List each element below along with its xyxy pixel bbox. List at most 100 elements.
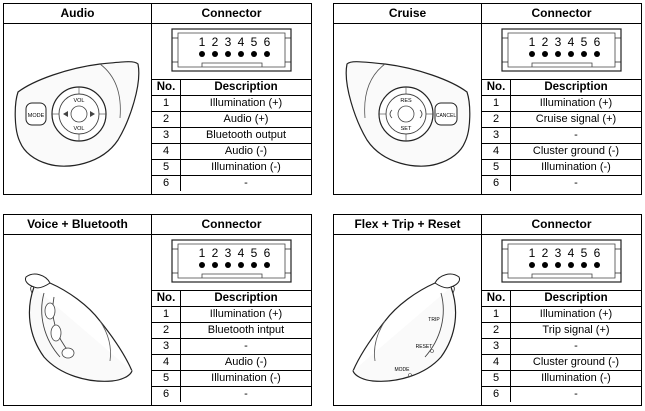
pin-dot xyxy=(212,51,218,57)
pin-description: Illumination (+) xyxy=(180,306,311,323)
pin-dot xyxy=(529,262,535,268)
pin-dot xyxy=(212,262,218,268)
table-header-row: No. Description xyxy=(482,290,641,307)
description-header: Description xyxy=(180,79,311,96)
pin-no: 3 xyxy=(152,127,181,144)
pin-number: 4 xyxy=(238,35,245,49)
pin-dot xyxy=(581,51,587,57)
pin-no: 1 xyxy=(152,306,181,323)
table-row: 3- xyxy=(482,338,641,355)
flex-trip-reset-panel: Flex + Trip + Reset Connector TRIP RESET… xyxy=(333,214,642,406)
connector-diagram: 1 2 3 4 5 6 xyxy=(482,24,641,79)
panel-title: Cruise xyxy=(334,4,482,24)
pin-dot xyxy=(199,262,205,268)
connector-drawing: 1 2 3 4 5 6 xyxy=(171,28,292,72)
pin-no: 1 xyxy=(152,95,181,112)
pin-number: 1 xyxy=(529,246,536,260)
pin-description: Illumination (-) xyxy=(510,159,641,176)
pin-no: 1 xyxy=(482,306,511,323)
pin-dot xyxy=(264,51,270,57)
pin-no: 5 xyxy=(152,370,181,387)
pin-description: Illumination (+) xyxy=(510,306,641,323)
pin-number: 2 xyxy=(542,35,549,49)
pin-number: 5 xyxy=(251,35,258,49)
pin-no: 2 xyxy=(152,322,181,339)
pin-description: Cruise signal (+) xyxy=(510,111,641,128)
pin-dot xyxy=(542,262,548,268)
pin-dot xyxy=(199,51,205,57)
pin-description: Illumination (-) xyxy=(180,370,311,387)
pin-number: 2 xyxy=(542,246,549,260)
pin-number: 2 xyxy=(212,35,219,49)
table-header-row: No. Description xyxy=(152,290,311,307)
table-header-row: No. Description xyxy=(482,79,641,96)
pin-no: 3 xyxy=(482,338,511,355)
audio-switch-drawing: MODE VOL VOL xyxy=(14,61,140,167)
pin-no: 3 xyxy=(482,127,511,144)
pin-dot xyxy=(225,51,231,57)
flex-switch-drawing: TRIP RESET MODE xyxy=(352,273,460,382)
no-header: No. xyxy=(152,79,181,96)
pin-description: - xyxy=(180,175,311,191)
pin-number: 1 xyxy=(199,35,206,49)
pin-number: 3 xyxy=(555,246,562,260)
pin-number: 5 xyxy=(581,35,588,49)
no-header: No. xyxy=(152,290,181,307)
panel-title: Flex + Trip + Reset xyxy=(334,215,482,235)
mode-label: MODE xyxy=(395,367,411,373)
pin-no: 6 xyxy=(152,175,181,191)
vol-down-label: VOL xyxy=(73,126,84,132)
pin-description: - xyxy=(510,386,641,402)
pin-dot xyxy=(555,51,561,57)
connector-title: Connector xyxy=(152,4,311,24)
connector-title: Connector xyxy=(482,215,641,235)
switch-illustration xyxy=(4,235,152,405)
table-row: 3- xyxy=(482,127,641,144)
table-row: 6- xyxy=(482,175,641,191)
pin-description: Illumination (+) xyxy=(180,95,311,112)
pin-description: Cluster ground (-) xyxy=(510,354,641,371)
cruise-panel: Cruise Connector CANCEL RES SET 1 xyxy=(333,3,642,195)
vol-up-label: VOL xyxy=(73,98,84,104)
pin-dot xyxy=(251,262,257,268)
pin-no: 6 xyxy=(152,386,181,402)
pin-description: - xyxy=(510,127,641,144)
pin-no: 3 xyxy=(152,338,181,355)
pin-dot xyxy=(581,262,587,268)
pin-no: 4 xyxy=(152,354,181,371)
voice-switch-drawing xyxy=(25,273,133,382)
pin-description: Illumination (-) xyxy=(510,370,641,387)
pin-number: 1 xyxy=(199,246,206,260)
connector-diagram: 1 2 3 4 5 6 xyxy=(152,24,311,79)
pin-dot xyxy=(555,262,561,268)
panel-title: Voice + Bluetooth xyxy=(4,215,152,235)
panel-title: Audio xyxy=(4,4,152,24)
pin-dot xyxy=(542,51,548,57)
pin-dot xyxy=(594,51,600,57)
pin-no: 6 xyxy=(482,175,511,191)
audio-panel: Audio Connector MODE VOL VOL 1 2 xyxy=(3,3,312,195)
no-header: No. xyxy=(482,290,511,307)
pin-description: Illumination (+) xyxy=(510,95,641,112)
pin-number: 2 xyxy=(212,246,219,260)
pin-no: 6 xyxy=(482,386,511,402)
switch-illustration: CANCEL RES SET xyxy=(334,24,482,194)
pin-dot xyxy=(238,262,244,268)
connector-drawing: 1 2 3 4 5 6 xyxy=(171,239,292,283)
pin-no: 2 xyxy=(482,322,511,339)
pin-number: 3 xyxy=(225,246,232,260)
pin-dot xyxy=(238,51,244,57)
no-header: No. xyxy=(482,79,511,96)
pin-number: 1 xyxy=(529,35,536,49)
table-row: 6- xyxy=(152,175,311,191)
table-row: 6- xyxy=(152,386,311,402)
connector-drawing: 1 2 3 4 5 6 xyxy=(501,28,622,72)
